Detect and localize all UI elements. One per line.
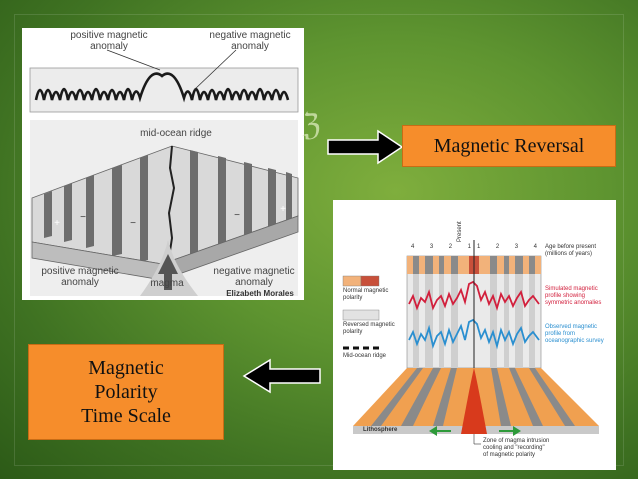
caption-magma-zone: Zone of magma intrusion cooling and "rec… xyxy=(483,438,550,458)
caption-observed-profile: Observed magnetic profile from oceanogra… xyxy=(545,324,604,344)
age-tick: 1 xyxy=(477,244,481,250)
magnetic-polarity-time-scale-box: Magnetic Polarity Time Scale xyxy=(28,344,224,440)
plus-marker: + xyxy=(54,218,60,229)
label-top-negative-anomaly: negative magnetic anomaly xyxy=(209,30,291,52)
label-bottom-negative-anomaly: negative magnetic anomaly xyxy=(213,266,295,288)
polarity-line-2: Polarity xyxy=(94,381,158,403)
legend-reversed-polarity: Reversed magnetic polarity xyxy=(343,322,395,335)
age-scale-left: 4 3 2 1 xyxy=(411,244,471,251)
left-arrow-icon xyxy=(242,358,321,394)
minus-marker: − xyxy=(234,210,240,221)
label-magma: magma xyxy=(150,278,184,289)
plus-marker: + xyxy=(280,204,286,215)
magnetic-reversal-label: Magnetic Reversal xyxy=(433,134,585,157)
caption-age: Age before present (millions of years) xyxy=(545,244,597,257)
polarity-line-3: Time Scale xyxy=(81,405,171,427)
label-top-positive-anomaly: positive magnetic anomaly xyxy=(70,30,148,52)
right-arrow-icon xyxy=(327,129,404,165)
minus-marker: − xyxy=(80,212,86,223)
minus-marker: − xyxy=(130,218,136,229)
label-bottom-positive-anomaly: positive magnetic anomaly xyxy=(41,266,119,288)
present-label: Present xyxy=(457,221,463,242)
age-tick: 3 xyxy=(429,244,434,250)
age-tick: 2 xyxy=(495,244,500,250)
lithosphere-label: Lithosphere xyxy=(363,427,398,433)
legend-mid-ocean-ridge: Mid-ocean ridge xyxy=(343,353,387,359)
label-mid-ocean-ridge: mid-ocean ridge xyxy=(140,128,212,139)
slide-frame xyxy=(14,14,624,466)
age-tick: 1 xyxy=(467,244,471,250)
caption-simulated-profile: Simulated magnetic profile showing symme… xyxy=(545,286,602,306)
polarity-line-1: Magnetic xyxy=(88,357,164,379)
polarity-time-scale-graphic xyxy=(342,240,599,445)
age-tick: 4 xyxy=(411,244,415,250)
polarity-time-scale-figure: 4 3 2 1 1 2 3 4 Present Age before prese… xyxy=(333,200,616,470)
seafloor-diagram-graphic xyxy=(29,49,299,296)
age-scale-right: 1 2 3 4 xyxy=(477,244,537,251)
decorative-fraktur-glyph: ℨ xyxy=(302,108,321,143)
magnetic-reversal-box: Magnetic Reversal xyxy=(402,125,616,167)
seafloor-magnetic-anomaly-figure: positive magnetic anomaly negative magne… xyxy=(22,28,304,300)
credit-elizabeth-morales: Elizabeth Morales xyxy=(226,289,294,298)
legend-normal-polarity: Normal magnetic polarity xyxy=(343,288,389,301)
age-tick: 4 xyxy=(533,244,537,250)
age-tick: 2 xyxy=(448,244,453,250)
age-tick: 3 xyxy=(514,244,519,250)
